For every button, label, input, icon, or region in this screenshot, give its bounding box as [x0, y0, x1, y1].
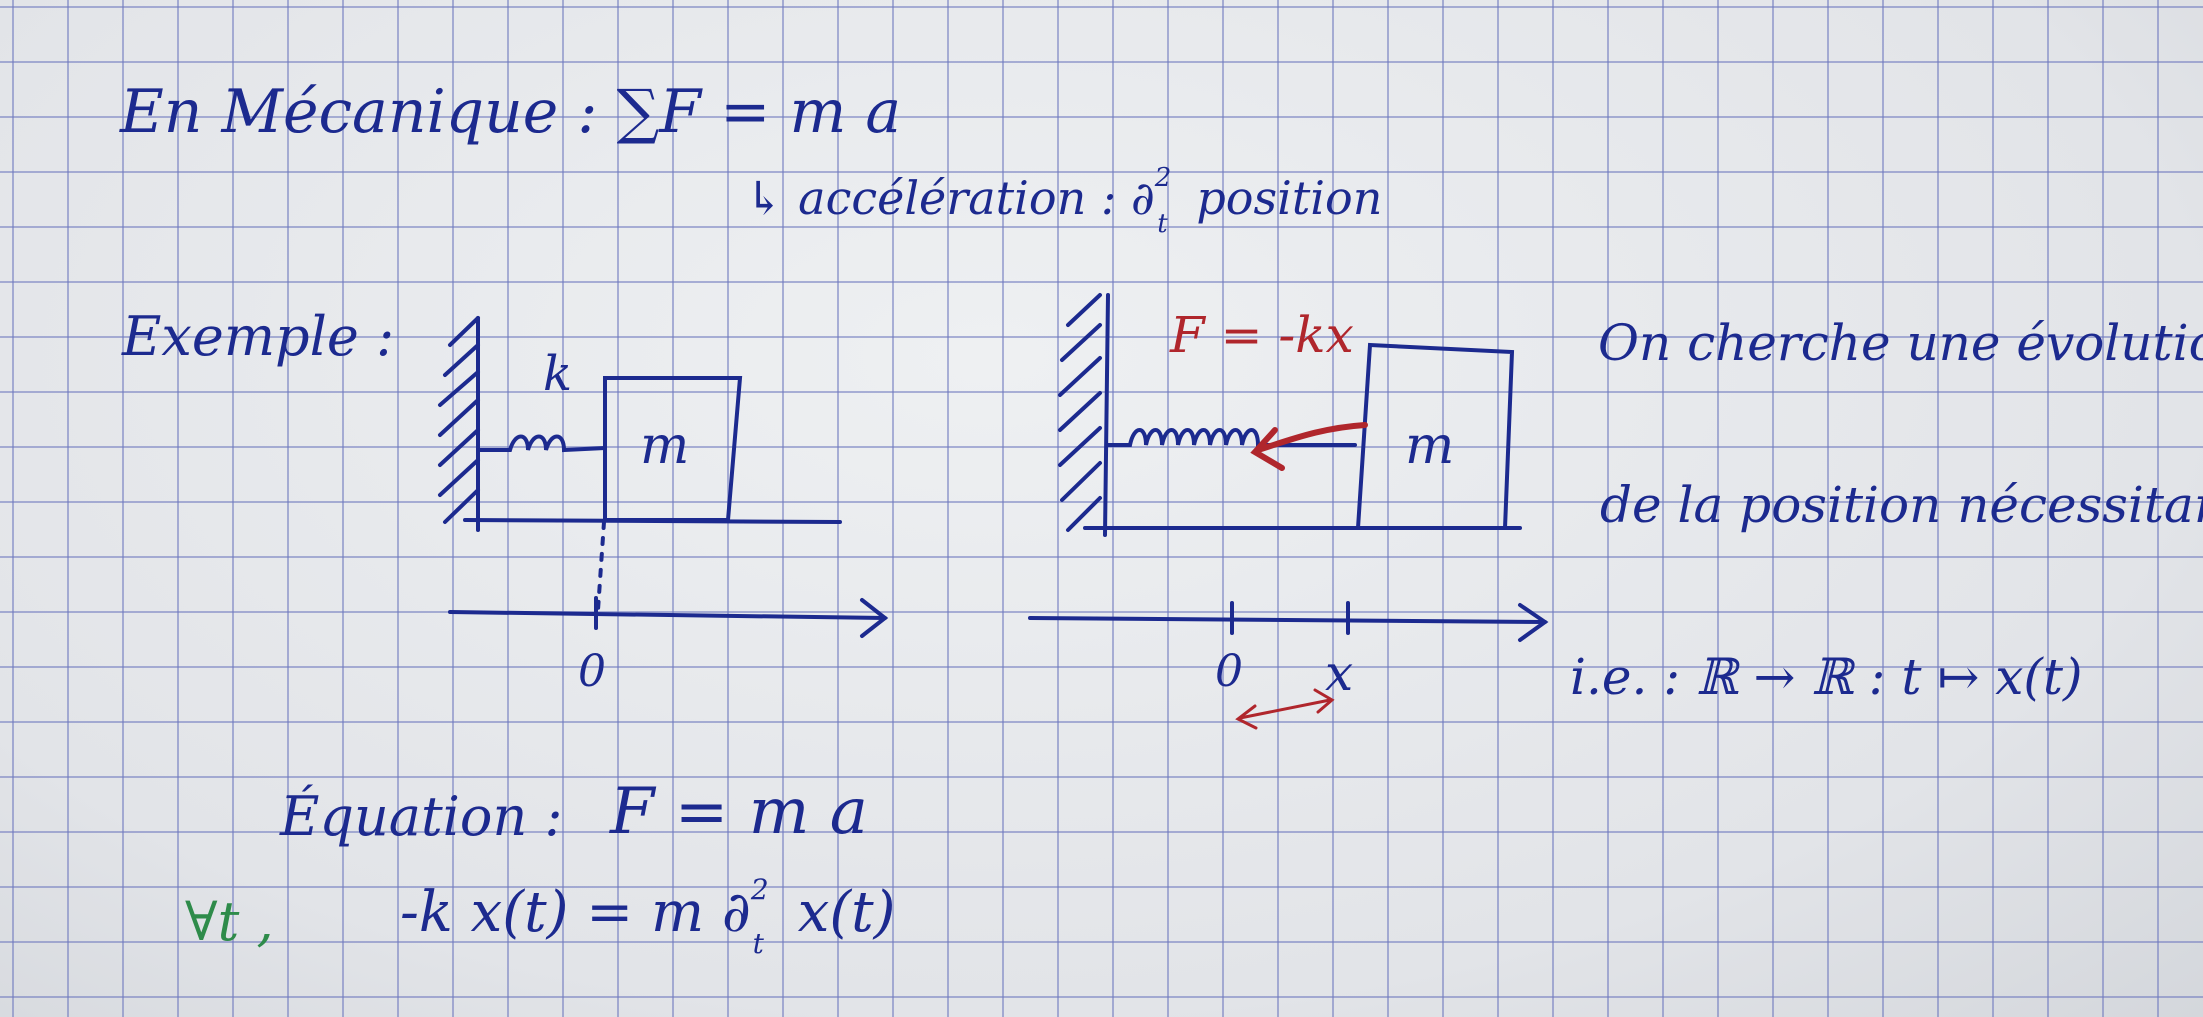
equation-label: Équation : — [280, 785, 563, 848]
equation-expanded-text: -k x(t) = m ∂ — [400, 880, 751, 945]
right-text-line-3: i.e. : ℝ → ℝ : t ↦ x(t) — [1570, 648, 2083, 706]
wall-1-hatching — [438, 316, 480, 524]
acceleration-superscript: 2 — [1154, 163, 1172, 193]
acceleration-definition: ↳ accélération : ∂2 t position — [745, 165, 1382, 237]
equation-expanded-subscript: t — [752, 927, 764, 960]
displacement-arrowhead-left — [1235, 704, 1258, 730]
example-label: Exemple : — [122, 305, 395, 368]
acceleration-position-text: position — [1196, 171, 1383, 225]
x-axis-1 — [448, 610, 887, 620]
spring-1 — [476, 434, 607, 453]
mass-label-1: m — [640, 416, 690, 476]
force-label: F = -kx — [1170, 306, 1354, 364]
force-arrowhead — [1250, 427, 1285, 471]
equation-expanded-tail: x(t) — [797, 880, 896, 945]
spring-constant-label: k — [543, 346, 573, 402]
x-axis-1-arrowhead — [860, 598, 889, 638]
origin-label-2: 0 — [1215, 646, 1243, 697]
mass-block-2 — [1355, 342, 1515, 530]
right-text-line-1: On cherche une évolution — [1598, 314, 2203, 372]
spring-2 — [1106, 428, 1357, 447]
x-label: x — [1325, 644, 1354, 702]
mass-label-2: m — [1405, 416, 1455, 476]
wall-2-hatching — [1058, 293, 1102, 532]
forall-t: ∀t , — [185, 890, 274, 953]
mass-block-1 — [603, 376, 743, 522]
wall-2-line — [1103, 293, 1110, 537]
displacement-arrow — [1238, 698, 1332, 720]
x-axis-2 — [1028, 616, 1547, 624]
right-text-line-2: de la position nécessitant — [1600, 476, 2203, 534]
x-axis-2-arrowhead — [1518, 603, 1549, 642]
force-arrow — [1255, 422, 1368, 453]
origin-label-1: 0 — [578, 646, 606, 697]
equation-main: F = m a — [610, 775, 868, 849]
displacement-arrowhead-right — [1313, 688, 1335, 714]
acceleration-text: ↳ accélération : ∂ — [745, 171, 1155, 225]
equation-expanded: -k x(t) = m ∂2 t x(t) — [400, 876, 896, 958]
origin-dotted-line — [596, 520, 606, 612]
acceleration-subscript: t — [1157, 209, 1168, 239]
equation-expanded-superscript: 2 — [750, 873, 769, 906]
mechanics-heading: En Mécanique : ∑F = m a — [120, 77, 902, 147]
